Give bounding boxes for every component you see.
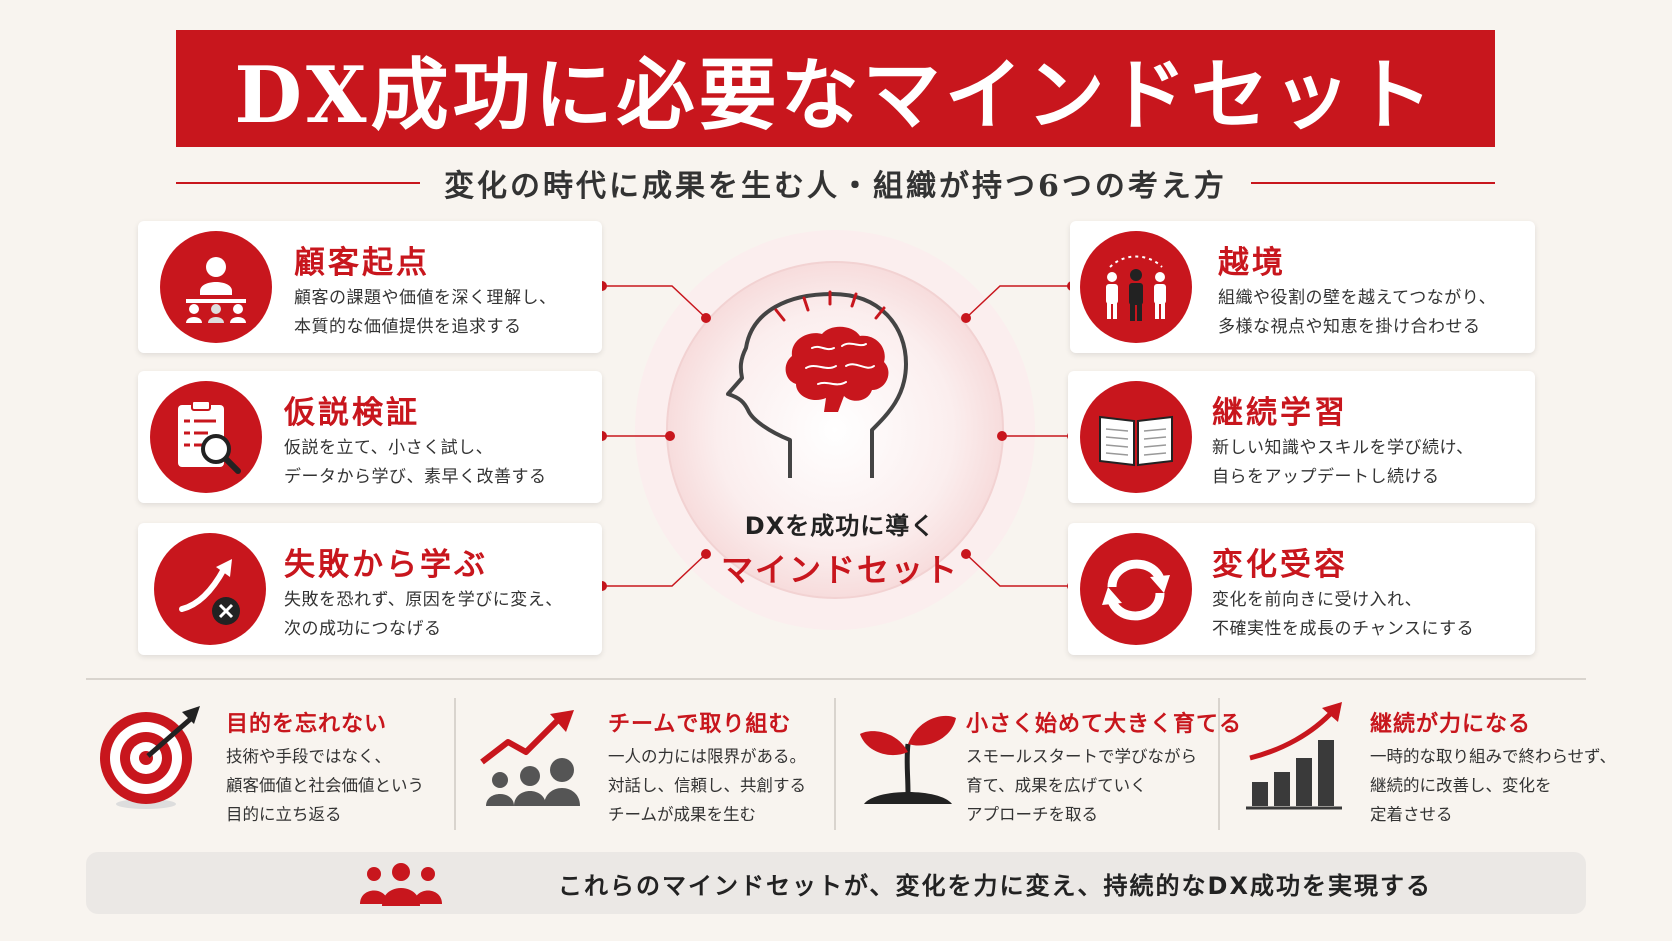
card-desc-line1: 変化を前向きに受け入れ、: [1212, 590, 1423, 610]
page-subtitle: 変化の時代に成果を生む人・組織が持つ6つの考え方: [444, 169, 1227, 204]
card-desc-line2: 本質的な価値提供を追求する: [294, 317, 522, 337]
card-desc-line1: 失敗を恐れず、原因を学びに変え、: [284, 590, 563, 610]
card-title: 越境: [1218, 245, 1286, 281]
principle-title: 継続が力になる: [1370, 712, 1532, 737]
card-desc-line1: 仮説を立て、小さく試し、: [284, 438, 494, 458]
refresh-cycle-icon: [1080, 533, 1192, 645]
principle-title: 小さく始めて大きく育てる: [966, 712, 1243, 737]
group-icon: [360, 863, 442, 906]
bottom-principles: 目的を忘れない 技術や手段ではなく、 顧客価値と社会価値という 目的に立ち返る …: [86, 690, 1616, 840]
card-desc-line2: 次の成功につなげる: [284, 619, 442, 639]
principle-desc-line2: 育て、成果を広げていく: [966, 776, 1147, 795]
center-label: DXを成功に導く マインドセット: [690, 506, 990, 591]
bar-growth-icon: [1246, 702, 1342, 810]
principle-title: チームで取り組む: [608, 712, 792, 737]
subtitle-row: 変化の時代に成果を生む人・組織が持つ6つの考え方: [176, 160, 1495, 206]
title-banner: DX成功に必要なマインドセット: [176, 30, 1495, 147]
principle-desc-line1: 一時的な取り組みで終わらせず、: [1370, 747, 1617, 766]
principle-desc-line3: 目的に立ち返る: [226, 805, 342, 824]
card-title: 顧客起点: [294, 245, 430, 281]
card-desc-line1: 顧客の課題や価値を深く理解し、: [294, 288, 557, 308]
sprout-icon: [860, 715, 956, 804]
center-halo-inner: [666, 261, 1004, 599]
principle-desc-line2: 顧客価値と社会価値という: [226, 776, 424, 795]
subtitle-line-right: [1250, 182, 1495, 184]
target-icon: [100, 706, 200, 809]
card-desc-line2: データから学び、素早く改善する: [284, 467, 547, 487]
card-hypothesis: 仮説検証 仮説を立て、小さく試し、 データから学び、素早く改善する: [138, 371, 602, 503]
open-book-icon: [1080, 381, 1192, 493]
card-embrace-change: 変化受容 変化を前向きに受け入れ、 不確実性を成長のチャンスにする: [1068, 523, 1535, 655]
summary-banner: これらのマインドセットが、変化を力に変え、持続的なDX成功を実現する: [86, 852, 1586, 914]
section-divider: [86, 678, 1586, 680]
subtitle-line-left: [176, 182, 421, 184]
card-desc-line2: 多様な視点や知恵を掛け合わせる: [1218, 317, 1481, 337]
card-continuous-learning: 継続学習 新しい知識やスキルを学び続け、 自らをアップデートし続ける: [1068, 371, 1535, 503]
column-divider: [834, 698, 836, 830]
principle-desc-line2: 継続的に改善し、変化を: [1370, 776, 1552, 795]
principle-title: 目的を忘れない: [226, 712, 388, 737]
principle-desc-line1: 一人の力には限界がある。: [608, 747, 806, 766]
team-growth-icon: [480, 710, 580, 806]
card-desc-line2: 自らをアップデートし続ける: [1212, 467, 1440, 487]
center-label-line1: DXを成功に導く: [744, 512, 936, 540]
card-title: 変化受容: [1212, 547, 1348, 583]
principle-desc-line2: 対話し、信頼し、共創する: [608, 776, 806, 795]
principle-desc-line3: チームが成果を生む: [608, 805, 757, 824]
principle-desc-line3: アプローチを取る: [966, 805, 1098, 824]
card-desc-line1: 組織や役割の壁を越えてつながり、: [1218, 288, 1497, 308]
card-customer-first: 顧客起点 顧客の課題や価値を深く理解し、 本質的な価値提供を追求する: [138, 221, 602, 353]
column-divider: [454, 698, 456, 830]
summary-text: これらのマインドセットが、変化を力に変え、持続的なDX成功を実現する: [558, 872, 1432, 900]
column-divider: [1218, 698, 1220, 830]
head-brain-icon: [726, 290, 908, 478]
card-title: 継続学習: [1212, 395, 1348, 431]
center-label-line2: マインドセット: [720, 551, 959, 589]
people-crossing-icon: [1080, 231, 1192, 343]
customer-icon: [160, 231, 272, 343]
principle-desc-line3: 定着させる: [1370, 805, 1453, 824]
principle-desc-line1: スモールスタートで学びながら: [966, 747, 1197, 766]
connectors-left: [602, 285, 1072, 587]
arrow-up-fail-icon: [154, 533, 266, 645]
card-desc-line2: 不確実性を成長のチャンスにする: [1212, 619, 1475, 639]
card-learn-from-failure: 失敗から学ぶ 失敗を恐れず、原因を学びに変え、 次の成功につなげる: [138, 523, 602, 655]
card-title: 失敗から学ぶ: [284, 547, 488, 583]
card-boundary-crossing: 越境 組織や役割の壁を越えてつながり、 多様な視点や知恵を掛け合わせる: [1070, 221, 1535, 353]
card-desc-line1: 新しい知識やスキルを学び続け、: [1212, 438, 1474, 458]
clipboard-magnifier-icon: [150, 381, 262, 493]
card-title: 仮説検証: [284, 395, 420, 431]
principle-desc-line1: 技術や手段ではなく、: [226, 747, 391, 766]
page-title: DX成功に必要なマインドセット: [234, 49, 1437, 141]
